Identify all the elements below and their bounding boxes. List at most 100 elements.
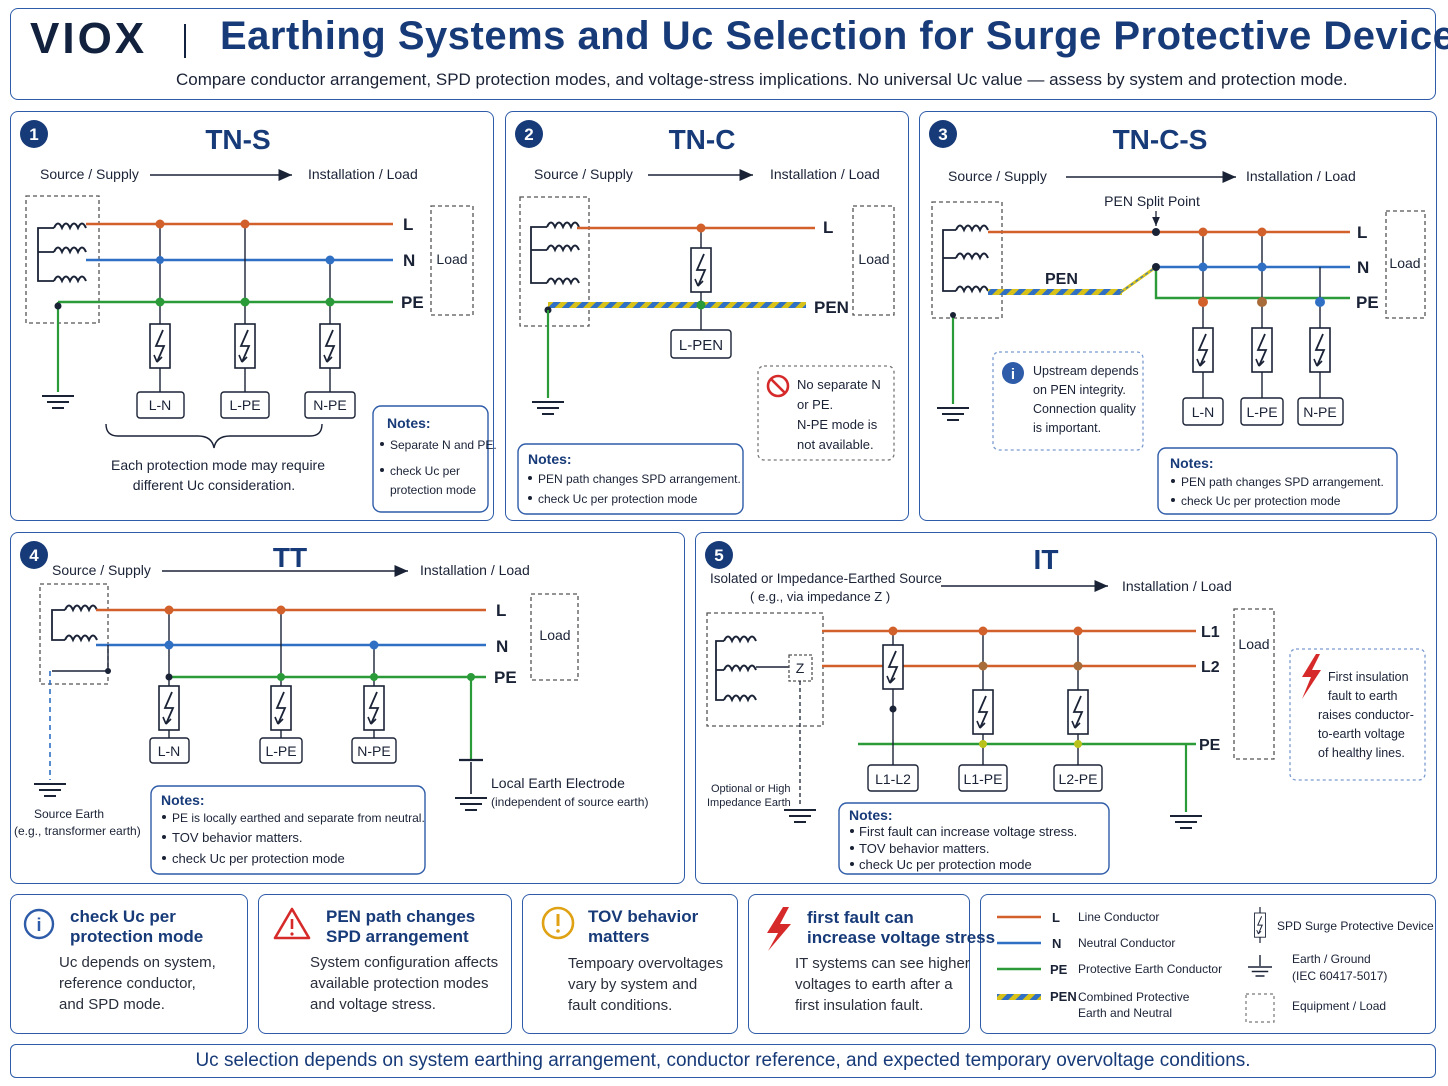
tt-spd-l-pe-icon: [270, 685, 292, 731]
legend-L: L: [1052, 910, 1060, 925]
lightning-icon: [1302, 654, 1321, 699]
tn-c-L-label: L: [823, 218, 833, 237]
tn-s-source-label: Source / Supply: [40, 166, 139, 182]
it-spd-l1-pe-icon: [972, 689, 994, 735]
tn-c-s-spd-l-n-icon: [1192, 327, 1214, 373]
info-icon: [1002, 362, 1024, 384]
tn-c-s-info-1: Upstream depends: [1033, 364, 1139, 378]
tt-note-2: TOV behavior matters.: [172, 830, 303, 845]
tt-diagram: 4 TT Source / Supply Installation / Load…: [14, 541, 648, 875]
tn-c-spd-icon: [690, 247, 712, 293]
tile-check-uc: [10, 894, 248, 1034]
legend-equipment: Equipment / Load: [1292, 999, 1386, 1013]
it-mode-l1-l2: L1-L2: [875, 771, 911, 787]
tt-spd-n-pe-icon: [363, 685, 385, 731]
tt-local-electrode-1: Local Earth Electrode: [491, 775, 625, 791]
tn-s-load-box: [430, 205, 474, 316]
it-PE-label: PE: [1199, 737, 1221, 754]
it-number: 5: [714, 546, 723, 565]
tn-s-note-2a: check Uc per: [390, 464, 460, 478]
tt-mode-l-pe: L-PE: [265, 743, 296, 759]
tn-s-spd-l-n-icon: [149, 323, 171, 369]
tn-c-PEN-label: PEN: [814, 298, 849, 317]
tn-s-load-label: Load: [436, 251, 467, 267]
it-spd-l1-l2-icon: [882, 644, 904, 690]
tn-s-spd-n-pe-icon: [319, 323, 341, 369]
tt-load-side-label: Installation / Load: [420, 562, 530, 578]
tn-c-s-source-label: Source / Supply: [948, 168, 1047, 184]
it-mode-l1-pe: L1-PE: [964, 771, 1003, 787]
tn-s-number: 1: [29, 125, 38, 144]
tile-pen-path: [258, 894, 512, 1034]
tn-c-s-spd-n-pe-icon: [1309, 327, 1331, 373]
tn-s-title: TN-S: [205, 124, 270, 155]
tt-note-1: PE is locally earthed and separate from …: [172, 811, 425, 825]
legend-panel: [980, 894, 1436, 1034]
legend: L Line Conductor N Neutral Conductor PE …: [997, 907, 1434, 1023]
it-impedance-z: Z: [796, 660, 805, 676]
tt-source-earth-2: (e.g., transformer earth): [14, 824, 141, 838]
tt-number: 4: [29, 546, 39, 565]
legend-PEN: PEN: [1050, 989, 1077, 1004]
tt-mode-l-n: L-N: [158, 743, 181, 759]
tt-source-label: Source / Supply: [52, 562, 151, 578]
tn-c-notes-title: Notes:: [528, 451, 572, 467]
it-load-label: Load: [1238, 636, 1269, 652]
svg-text:i: i: [1011, 366, 1015, 383]
it-notes-title: Notes:: [849, 807, 893, 823]
it-fault-1: First insulation: [1328, 670, 1409, 684]
tt-notes-title: Notes:: [161, 792, 205, 808]
tn-c-title: TN-C: [669, 124, 736, 155]
tile-first-fault: [748, 894, 970, 1034]
tn-c-s-spd-l-pe-icon: [1251, 327, 1273, 373]
tn-s-mode-l-pe: L-PE: [229, 397, 260, 413]
tt-note-3: check Uc per protection mode: [172, 851, 345, 866]
it-source-label-1: Isolated or Impedance-Earthed Source: [710, 571, 942, 586]
tn-s-note-2b: protection mode: [390, 483, 476, 497]
tn-s-number-badge: [20, 120, 48, 148]
tn-s-N-label: N: [403, 251, 415, 270]
legend-PEN-desc-1: Combined Protective: [1078, 990, 1190, 1004]
it-diagram: 5 IT Isolated or Impedance-Earthed Sourc…: [705, 541, 1426, 875]
info-icon: [23, 908, 55, 940]
legend-earth-2: (IEC 60417-5017): [1292, 969, 1387, 983]
tn-s-mode-n-pe: N-PE: [313, 397, 346, 413]
page-subtitle: Compare conductor arrangement, SPD prote…: [176, 70, 1348, 89]
tn-c-mode-l-pen: L-PEN: [679, 337, 723, 354]
legend-PE-desc: Protective Earth Conductor: [1078, 962, 1222, 976]
tt-mode-n-pe: N-PE: [357, 743, 390, 759]
tn-c-s-load-side-label: Installation / Load: [1246, 168, 1356, 184]
it-fault-2: fault to earth: [1328, 689, 1398, 703]
it-note-1: First fault can increase voltage stress.: [859, 824, 1077, 839]
tn-c-s-N-label: N: [1357, 258, 1369, 277]
tn-c-load-label: Load: [858, 251, 889, 267]
tn-c-warning-1: No separate N: [797, 377, 881, 392]
tt-L-label: L: [496, 601, 506, 620]
tn-c-s-info-4: is important.: [1033, 421, 1101, 435]
tn-s-caption-line1: Each protection mode may require: [111, 457, 325, 473]
tt-title: TT: [273, 542, 307, 573]
tn-s-mode-l-n: L-N: [149, 397, 172, 413]
tn-c-s-info-2: on PEN integrity.: [1033, 383, 1126, 397]
it-note-2: TOV behavior matters.: [859, 841, 990, 856]
tn-c-s-note-1: PEN path changes SPD arrangement.: [1181, 475, 1384, 489]
it-L2-label: L2: [1201, 659, 1220, 676]
legend-N-desc: Neutral Conductor: [1078, 936, 1175, 950]
legend-earth-1: Earth / Ground: [1292, 952, 1371, 966]
tt-PE-label: PE: [494, 668, 517, 687]
tn-c-s-L-label: L: [1357, 223, 1367, 242]
it-load-side-label: Installation / Load: [1122, 578, 1232, 594]
tn-c-pen-conductor: [548, 302, 806, 308]
tn-s-L-label: L: [403, 215, 413, 234]
tn-c-s-split-label: PEN Split Point: [1104, 193, 1200, 209]
tn-c-s-number: 3: [938, 125, 947, 144]
tn-s-notes-box: [372, 405, 489, 513]
tn-c-s-mode-l-n: L-N: [1192, 404, 1215, 420]
svg-text:i: i: [36, 915, 41, 935]
tn-c-source-label: Source / Supply: [534, 166, 633, 182]
tn-c-warning-4: not available.: [797, 437, 874, 452]
